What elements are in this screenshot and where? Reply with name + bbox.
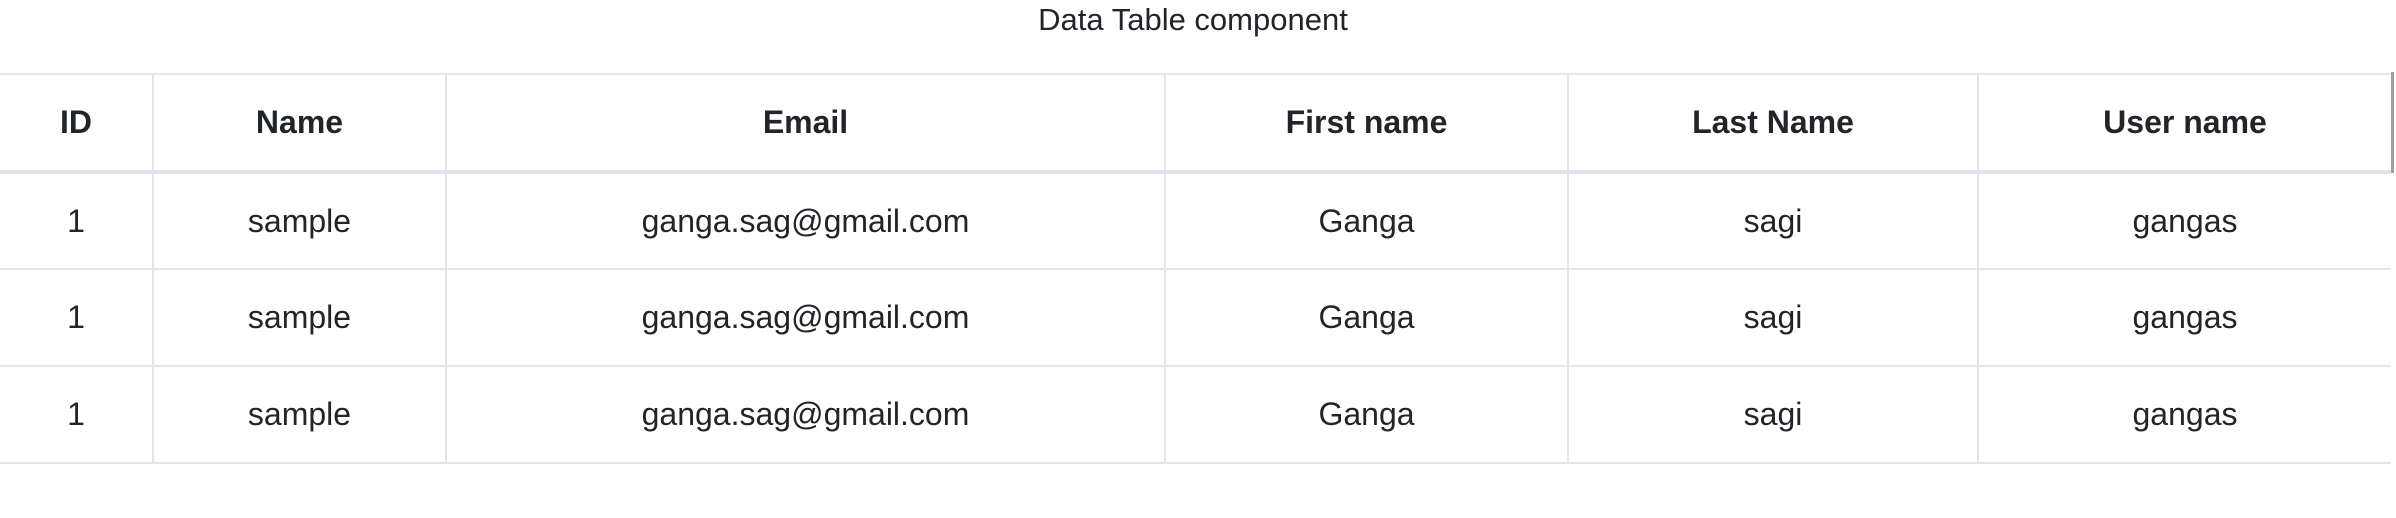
- cell-id: 1: [0, 269, 154, 366]
- cell-user-name: gangas: [2132, 396, 2238, 432]
- column-header-id[interactable]: ID: [0, 74, 154, 172]
- cell-last-name: sagi: [1568, 366, 1979, 463]
- cell-user-name: gangas: [2132, 202, 2238, 239]
- data-table-container: ID Name Email First name Last Name User …: [0, 73, 2394, 464]
- cell-first-name: Ganga: [1165, 172, 1569, 269]
- cell-id: 1: [0, 172, 154, 269]
- column-header-first-name[interactable]: First name: [1165, 74, 1569, 172]
- scroll-edge: [2391, 72, 2394, 173]
- cell-last-name: sagi: [1568, 269, 1979, 366]
- cell-email: ganga.sag@gmail.com: [446, 366, 1166, 463]
- table-header: ID Name Email First name Last Name User …: [0, 74, 2391, 172]
- cell-email: ganga.sag@gmail.com: [446, 172, 1166, 269]
- cell-user-name: gangas: [2132, 299, 2238, 335]
- table-row: 1 sample ganga.sag@gmail.com Ganga sagi …: [0, 172, 2391, 269]
- table-body: 1 sample ganga.sag@gmail.com Ganga sagi …: [0, 172, 2391, 463]
- table-row: 1 sample ganga.sag@gmail.com Ganga sagi …: [0, 366, 2391, 463]
- cell-email: ganga.sag@gmail.com: [446, 269, 1166, 366]
- cell-last-name: sagi: [1568, 172, 1979, 269]
- table-row: 1 sample ganga.sag@gmail.com Ganga sagi …: [0, 269, 2391, 366]
- cell-name: sample: [153, 366, 447, 463]
- column-header-email[interactable]: Email: [446, 74, 1166, 172]
- data-table: ID Name Email First name Last Name User …: [0, 73, 2391, 464]
- cell-name: sample: [153, 269, 447, 366]
- column-header-last-name[interactable]: Last Name: [1568, 74, 1979, 172]
- header-row: ID Name Email First name Last Name User …: [0, 74, 2391, 172]
- cell-first-name: Ganga: [1165, 366, 1569, 463]
- page-title: Data Table component: [1038, 2, 1348, 37]
- cell-id: 1: [0, 366, 154, 463]
- column-header-user-name[interactable]: User name: [2103, 104, 2267, 140]
- cell-name: sample: [153, 172, 447, 269]
- column-header-name[interactable]: Name: [153, 74, 447, 172]
- cell-first-name: Ganga: [1165, 269, 1569, 366]
